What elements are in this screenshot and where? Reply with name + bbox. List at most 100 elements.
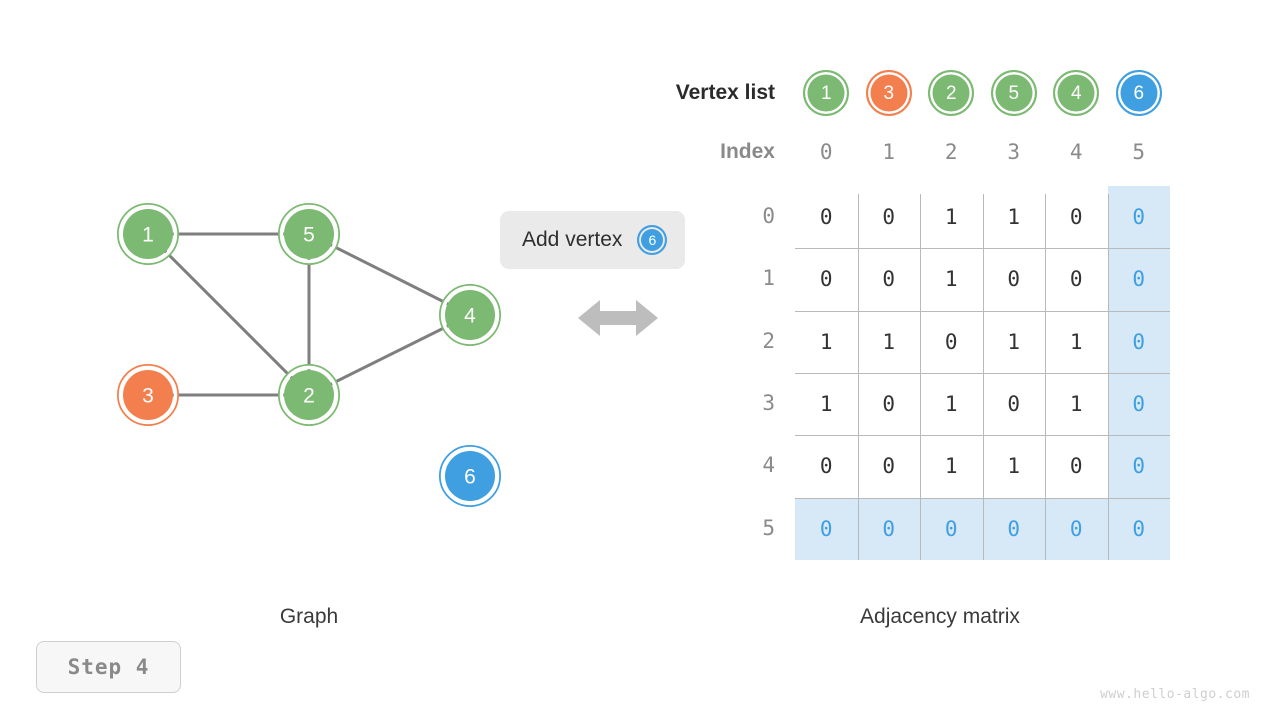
column-index-1: 1 — [882, 140, 896, 164]
matrix-grid-vline — [1045, 194, 1046, 560]
matrix-grid-hline — [795, 497, 1170, 499]
matrix-cell-4-0: 0 — [819, 454, 833, 479]
node-outer-ring — [439, 445, 501, 507]
node-disc — [284, 209, 334, 259]
add-vertex-badge[interactable]: Add vertex 6 — [500, 211, 686, 269]
row-index-1: 1 — [762, 266, 775, 291]
node-label: 5 — [303, 224, 315, 247]
vertex-list-item-5[interactable]: 5 — [990, 70, 1037, 116]
column-index-5: 5 — [1132, 140, 1146, 164]
node-label: 6 — [464, 466, 476, 489]
node-label: 2 — [303, 385, 315, 408]
node-outer-ring — [117, 203, 179, 265]
matrix-cell-3-0: 1 — [819, 392, 833, 417]
matrix-cell-2-5: 0 — [1107, 310, 1170, 373]
matrix-grid-hline — [795, 435, 1170, 437]
node-outer-ring — [117, 364, 179, 426]
matrix-grid-hline — [795, 310, 1170, 312]
matrix-cell-5-1: 0 — [857, 497, 920, 560]
row-index-3: 3 — [762, 391, 775, 416]
graph-node-6[interactable]: 6 — [439, 445, 501, 507]
vertex-list-item-1[interactable]: 1 — [803, 70, 850, 116]
node-gap-ring — [279, 204, 339, 264]
matrix-grid-hline — [795, 248, 1170, 250]
matrix-cell-1-3: 0 — [1007, 267, 1021, 292]
matrix-cell-5-3: 0 — [982, 497, 1045, 560]
step-badge: Step 4 — [36, 641, 181, 693]
matrix-cell-2-0: 1 — [819, 329, 833, 354]
row-index-2: 2 — [762, 328, 775, 353]
matrix-cell-0-5: 0 — [1107, 186, 1170, 249]
matrix-cell-5-0: 0 — [795, 497, 858, 560]
node-label: 4 — [464, 305, 476, 328]
graph-edge — [146, 232, 311, 397]
matrix-cell-3-1: 0 — [882, 392, 896, 417]
matrix-cell-0-1: 0 — [882, 205, 896, 230]
vertex-list-item-6[interactable]: 6 — [1115, 70, 1162, 116]
graph-node-3[interactable]: 3 — [117, 364, 179, 426]
node-gap-ring — [279, 365, 339, 425]
graph-svg: 1 5 4 3 2 6 — [117, 203, 501, 507]
matrix-cell-3-2: 1 — [944, 392, 958, 417]
matrix-cell-4-1: 0 — [882, 454, 896, 479]
matrix-cell-5-5: 0 — [1107, 497, 1170, 560]
matrix-cell-5-2: 0 — [920, 497, 983, 560]
graph-node-5[interactable]: 5 — [278, 203, 340, 265]
node-gap-ring — [118, 204, 178, 264]
matrix-cell-2-4: 1 — [1069, 329, 1083, 354]
matrix-cell-3-4: 1 — [1069, 392, 1083, 417]
graph-node-1[interactable]: 1 — [117, 203, 179, 265]
graph-node-2[interactable]: 2 — [278, 364, 340, 426]
row-index-4: 4 — [762, 453, 775, 478]
matrix-cell-3-5: 0 — [1107, 372, 1170, 436]
row-index-0: 0 — [762, 204, 775, 229]
node-label: 1 — [142, 224, 154, 247]
matrix-cell-0-2: 1 — [944, 205, 958, 230]
column-index-4: 4 — [1069, 140, 1083, 164]
matrix-cell-1-1: 0 — [882, 267, 896, 292]
node-outer-ring — [278, 364, 340, 426]
row-index-5: 5 — [762, 515, 775, 540]
graph-node-4[interactable]: 4 — [439, 284, 501, 346]
node-disc — [284, 370, 334, 420]
node-gap-ring — [440, 446, 500, 506]
matrix-cell-2-2: 0 — [944, 329, 958, 354]
matrix-cell-0-3: 1 — [1007, 205, 1021, 230]
graph-panel: 1 5 4 3 2 6 — [0, 0, 620, 720]
matrix-cell-1-4: 0 — [1069, 267, 1083, 292]
column-index-3: 3 — [1007, 140, 1021, 164]
matrix-grid-hline — [795, 372, 1170, 374]
vertex-list-item-2[interactable]: 2 — [928, 70, 975, 116]
vertex-list-item-3[interactable]: 3 — [865, 70, 912, 116]
graph-caption: Graph — [279, 605, 339, 628]
add-vertex-label: Add vertex — [522, 228, 623, 251]
matrix-cell-3-3: 0 — [1007, 392, 1021, 417]
node-disc — [123, 209, 173, 259]
matrix-cell-2-1: 1 — [882, 329, 896, 354]
column-index-0: 0 — [819, 140, 833, 164]
column-index-2: 2 — [944, 140, 958, 164]
node-outer-ring — [278, 203, 340, 265]
matrix-cell-1-5: 0 — [1107, 248, 1170, 311]
matrix-cell-1-2: 1 — [944, 267, 958, 292]
node-label: 3 — [142, 385, 154, 408]
node-disc — [445, 451, 495, 501]
double-headed-arrow-icon — [578, 300, 658, 336]
matrix-cell-4-5: 0 — [1107, 435, 1170, 498]
vertex-list-item-4[interactable]: 4 — [1053, 70, 1100, 116]
matrix-grid-vline — [857, 194, 859, 560]
graph-nodes: 1 5 4 3 2 6 — [117, 203, 501, 507]
node-disc — [445, 290, 495, 340]
matrix-cell-4-2: 1 — [944, 454, 958, 479]
matrix-caption: Adjacency matrix — [860, 605, 1020, 628]
matrix-cell-0-4: 0 — [1069, 205, 1083, 230]
node-gap-ring — [440, 285, 500, 345]
matrix-grid-vline — [982, 194, 984, 560]
node-disc — [123, 370, 173, 420]
matrix-cell-2-3: 1 — [1007, 329, 1021, 354]
matrix-cell-4-3: 1 — [1007, 454, 1021, 479]
matrix-grid-vline — [920, 194, 921, 560]
vertex-list-label: Vertex list — [675, 81, 775, 104]
